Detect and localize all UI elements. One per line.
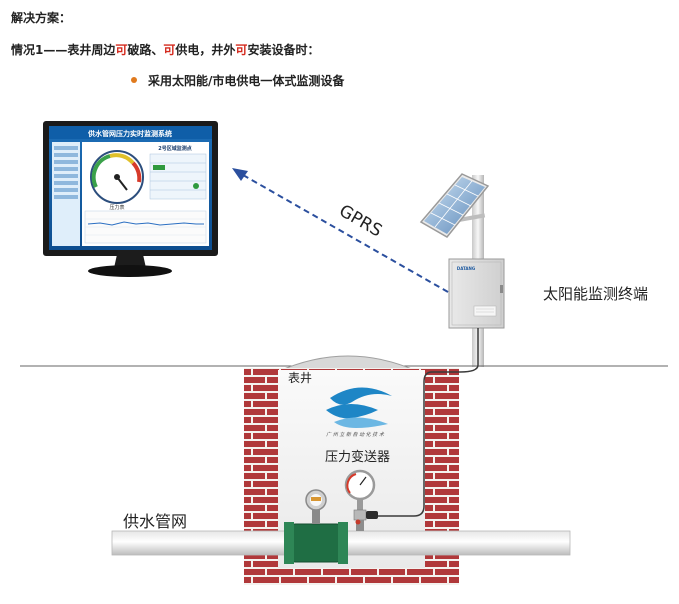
case-mid-2: 供电，井外	[175, 43, 236, 57]
monitor: 供水管网压力实时监测系统 压力表 2号区域监测点	[43, 121, 218, 277]
terminal-brand: DATANG	[457, 266, 475, 271]
gprs-link	[232, 168, 449, 293]
gprs-label: GPRS	[336, 201, 386, 241]
arrow-head-icon	[232, 168, 248, 181]
bullet-text: 采用太阳能/市电供电一体式监测设备	[148, 74, 345, 88]
pressure-transmitter-icon	[353, 509, 378, 531]
solar-terminal-label: 太阳能监测终端	[543, 285, 648, 303]
signal-cable	[378, 328, 479, 517]
flow-meter-icon	[284, 489, 348, 564]
solar-terminal: DATANG	[419, 173, 505, 367]
case-highlight-2: 可	[163, 43, 176, 57]
transmitter-label: 压力变送器	[325, 449, 390, 465]
screen-gauge-label: 压力表	[109, 204, 124, 211]
pipe-network-label: 供水管网	[123, 512, 187, 531]
case-mid-1: 破路、	[127, 43, 164, 57]
monitor-title: 供水管网压力实时监测系统	[87, 129, 172, 138]
solution-title: 解决方案：	[11, 11, 72, 25]
case-highlight-1: 可	[115, 43, 128, 57]
case-prefix: 情况1——表井周边	[11, 43, 116, 57]
solar-panel-icon	[419, 173, 490, 238]
screen-gauge-icon	[90, 150, 144, 204]
logo-caption: 广 州 立 新 自 动 化 技 术	[326, 431, 385, 438]
pressure-gauge-icon	[344, 469, 376, 511]
case-description: 情况1——表井周边可破路、可供电，井外可安装设备时：	[11, 41, 319, 58]
company-logo-icon	[326, 387, 392, 428]
case-suffix: 安装设备时：	[247, 43, 320, 57]
well-label: 表井	[288, 371, 312, 385]
screen-panel-title: 2号区域监测点	[158, 145, 191, 152]
case-highlight-3: 可	[235, 43, 248, 57]
bullet-dot-icon	[131, 77, 137, 83]
